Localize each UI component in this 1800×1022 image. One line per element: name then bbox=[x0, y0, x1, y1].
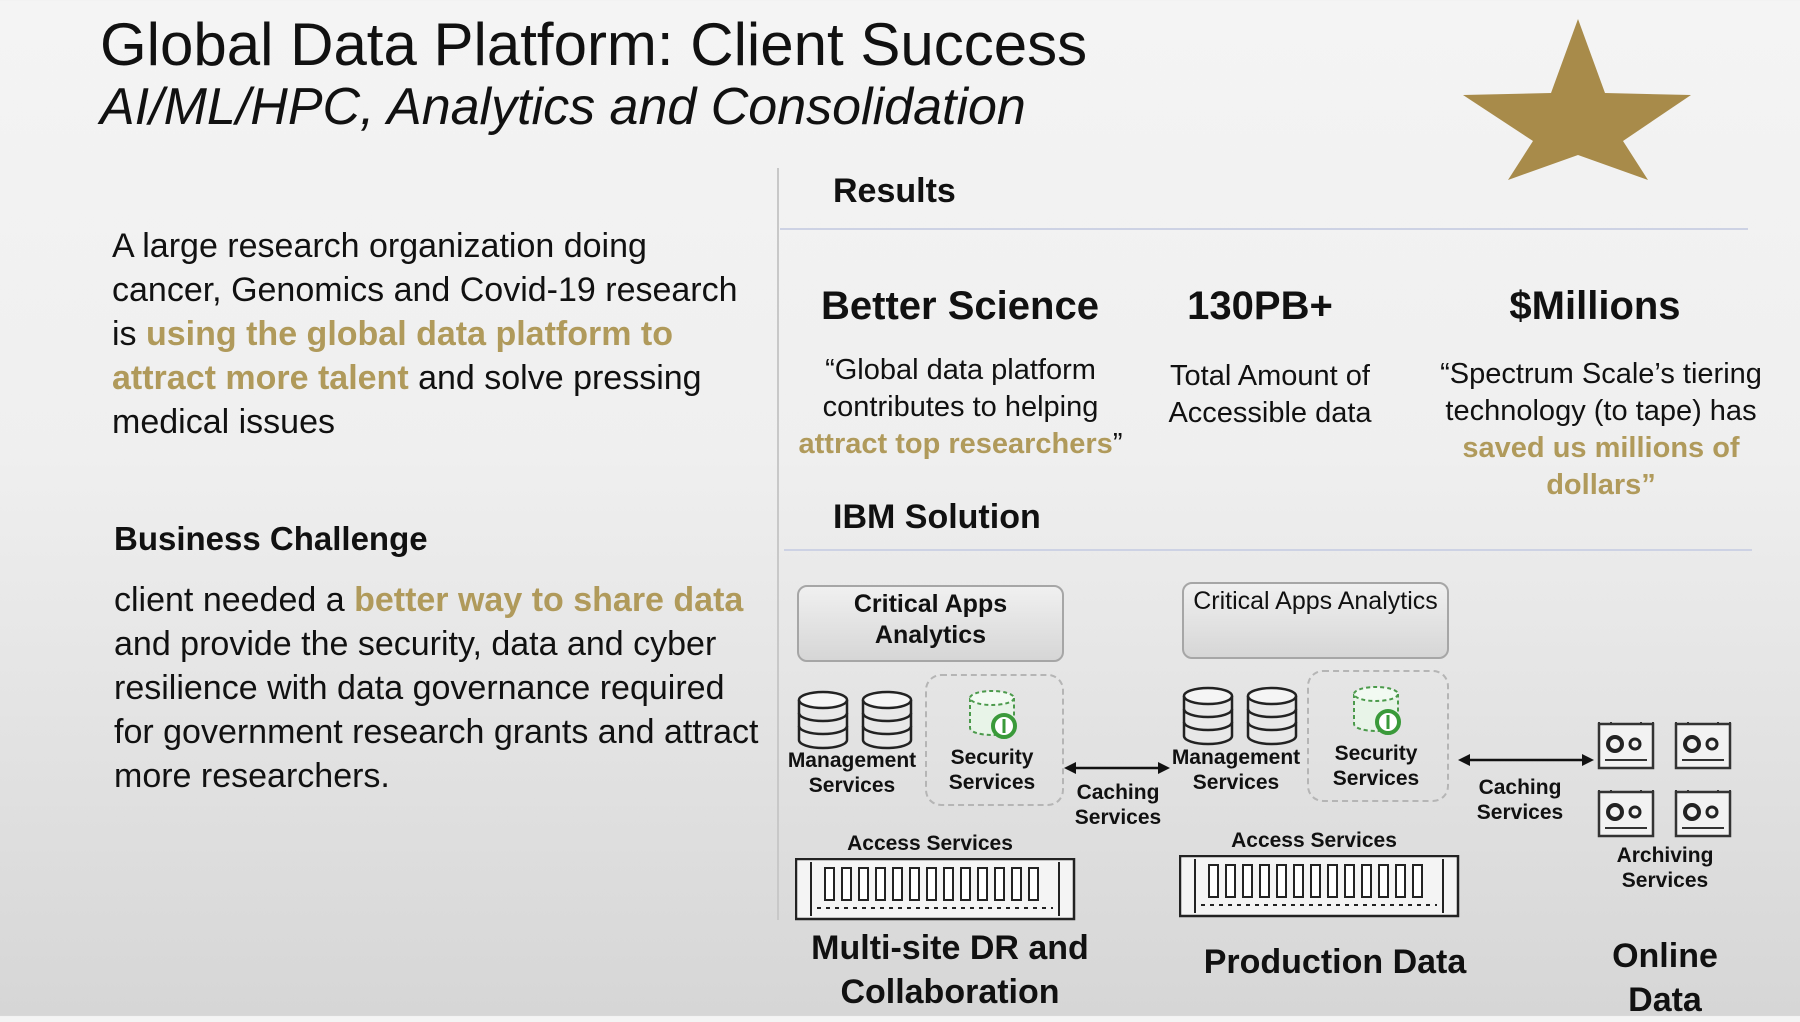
bc-text-2: and provide the security, data and cyber… bbox=[114, 625, 759, 795]
access-services-label: Access Services bbox=[847, 832, 1013, 855]
caching-services-label: Caching Services bbox=[1476, 776, 1564, 824]
metric-quote-text: “Spectrum Scale’s tiering technology (to… bbox=[1440, 358, 1762, 427]
metric-headline-capacity: 130PB+ bbox=[1187, 284, 1333, 328]
database-icon bbox=[1182, 686, 1234, 746]
tape-icon bbox=[1597, 790, 1655, 838]
intro-paragraph: A large research organization doing canc… bbox=[112, 224, 752, 444]
intro-highlight: using the global data platform to attrac… bbox=[112, 315, 673, 397]
double-arrow-icon bbox=[1064, 762, 1170, 774]
metric-headline-better-science: Better Science bbox=[821, 284, 1099, 328]
column-divider bbox=[777, 168, 779, 920]
security-services-label: Security Services bbox=[1332, 742, 1420, 790]
storage-array-icon bbox=[1179, 855, 1460, 918]
shield-icon bbox=[968, 689, 1017, 739]
metric-quote-better-science: “Global data platform contributes to hel… bbox=[778, 352, 1143, 463]
database-icon bbox=[797, 690, 849, 750]
solution-divider bbox=[784, 549, 1752, 551]
bc-highlight: better way to share data bbox=[354, 581, 744, 619]
page-subtitle: AI/ML/HPC, Analytics and Consolidation bbox=[100, 78, 1026, 136]
business-challenge-heading: Business Challenge bbox=[114, 520, 428, 557]
intro-text-1: A large research organization doing canc… bbox=[112, 227, 738, 353]
tape-icon bbox=[1674, 790, 1732, 838]
management-services-label: Management Services bbox=[787, 749, 917, 797]
metric-headline-savings: $Millions bbox=[1509, 284, 1681, 328]
bc-text-1: client needed a bbox=[114, 581, 355, 619]
access-services-label: Access Services bbox=[1231, 829, 1397, 852]
critical-apps-box: Critical Apps Analytics bbox=[1182, 582, 1449, 659]
metric-quote-text-end: ” bbox=[1112, 428, 1123, 460]
metric-quote-savings: “Spectrum Scale’s tiering technology (to… bbox=[1422, 356, 1780, 504]
security-dashed-box bbox=[1307, 670, 1449, 802]
tape-icon bbox=[1597, 722, 1655, 770]
business-challenge-paragraph: client needed a better way to share data… bbox=[114, 578, 764, 798]
solution-heading: IBM Solution bbox=[833, 498, 1041, 536]
site-caption-dr: Multi-site DR and Collaboration bbox=[811, 929, 1089, 1011]
tape-icon bbox=[1674, 722, 1732, 770]
management-services-label: Management Services bbox=[1171, 746, 1301, 794]
metric-quote-highlight: saved us millions of dollars” bbox=[1462, 432, 1740, 501]
shield-icon bbox=[1352, 685, 1401, 735]
metric-quote-text: “Global data platform contributes to hel… bbox=[822, 354, 1099, 423]
double-arrow-icon bbox=[1458, 754, 1594, 766]
metric-quote-highlight: attract top researchers bbox=[798, 428, 1113, 460]
intro-text-2: and solve pressing medical issues bbox=[112, 359, 702, 441]
page-title: Global Data Platform: Client Success bbox=[100, 11, 1088, 78]
database-icon bbox=[1246, 686, 1298, 746]
results-heading: Results bbox=[833, 172, 956, 210]
results-divider bbox=[780, 228, 1748, 230]
security-dashed-box bbox=[925, 674, 1064, 806]
database-icon bbox=[861, 690, 913, 750]
archiving-services-label: Archiving Services bbox=[1616, 844, 1714, 892]
metric-quote-capacity: Total Amount of Accessible data bbox=[1168, 360, 1372, 429]
site-caption-online: Online Data bbox=[1612, 937, 1718, 1019]
caching-services-label: Caching Services bbox=[1074, 781, 1162, 829]
critical-apps-box: Critical Apps Analytics bbox=[797, 585, 1064, 662]
star-icon bbox=[1463, 19, 1691, 180]
security-services-label: Security Services bbox=[948, 746, 1036, 794]
storage-array-icon bbox=[795, 858, 1076, 921]
site-caption-production: Production Data bbox=[1203, 943, 1467, 981]
